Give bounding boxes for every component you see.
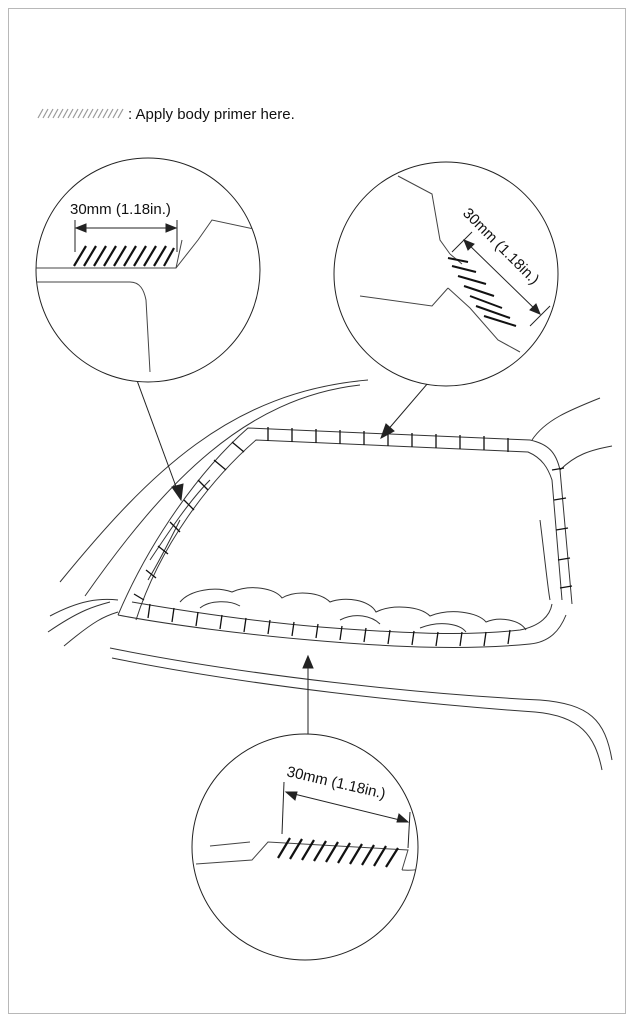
callout-right: 30mm (1.18in.) (333, 161, 559, 387)
callout-bottom-dimension (281, 781, 411, 849)
callout-left-hatch (73, 245, 175, 267)
callout-right-dimension (451, 231, 551, 327)
callout-bottom-circle (191, 733, 419, 961)
leader-lines (127, 355, 447, 734)
windshield-outline (47, 379, 613, 771)
callout-left-dimension (74, 220, 178, 252)
leader-left-arrowhead (171, 483, 184, 502)
callout-left-label: 30mm (1.18in.) (70, 201, 171, 218)
callout-bottom-hatch (277, 837, 399, 868)
callout-right-circle (333, 161, 559, 387)
primer-band-ticks (133, 427, 573, 647)
legend-label: : Apply body primer here. (128, 106, 295, 123)
leader-right-arrowhead (380, 423, 395, 440)
legend: : Apply body primer here. (37, 106, 295, 123)
callout-right-hatch (447, 257, 517, 327)
callout-left: 30mm (1.18in.) (35, 157, 261, 383)
leader-bottom-arrowhead (302, 654, 314, 669)
callout-bottom: 30mm (1.18in.) (191, 733, 419, 961)
callout-left-circle (35, 157, 261, 383)
legend-hatch-swatch (37, 108, 124, 119)
